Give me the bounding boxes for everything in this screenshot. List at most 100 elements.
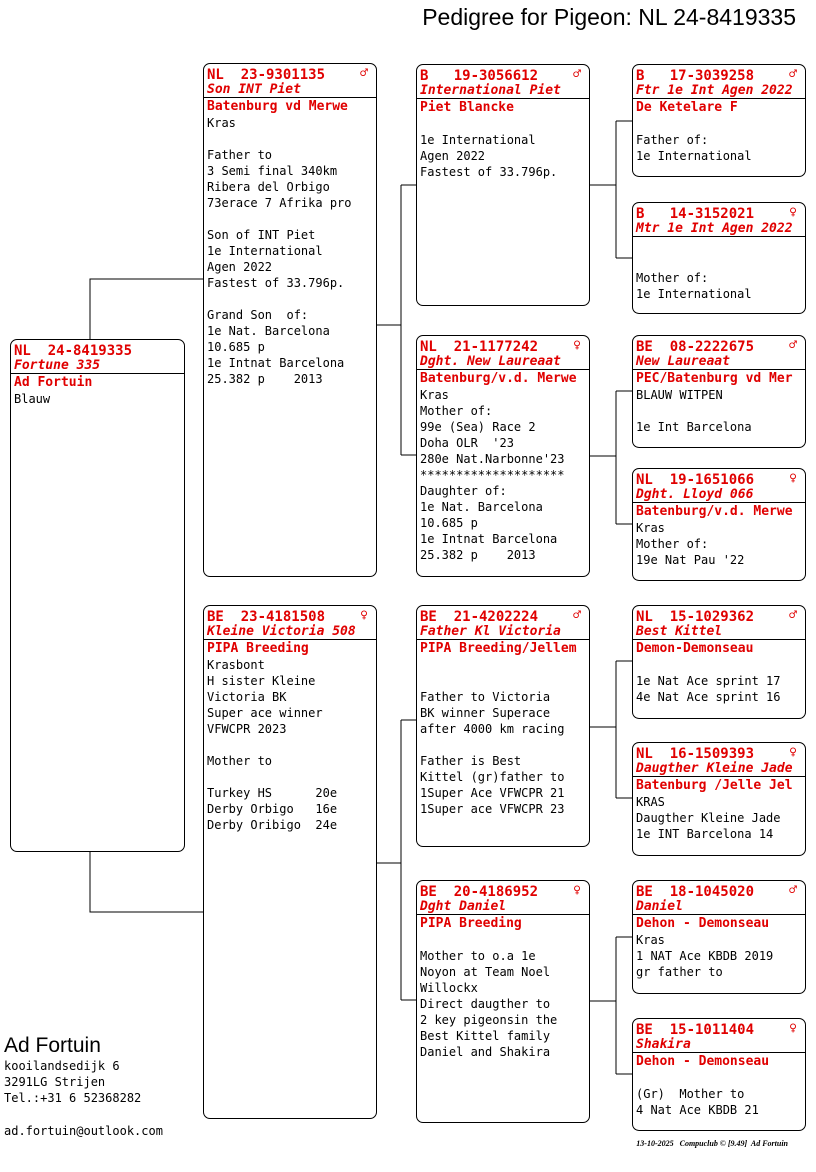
- pigeon-name: Daugther Kleine Jade: [633, 762, 805, 777]
- remark-line: Victoria BK: [207, 690, 287, 704]
- remark-line: 10.685 p: [420, 516, 478, 530]
- remark-line: after 4000 km racing: [420, 722, 565, 736]
- owner-address: kooilandsedijk 6: [4, 1059, 120, 1073]
- ring-number: B 14-3152021: [636, 206, 755, 222]
- female-icon: ♀: [789, 471, 797, 486]
- female-icon: ♀: [789, 1021, 797, 1036]
- card-header: B 14-3152021♀: [633, 203, 805, 222]
- remark-line: Direct daugther to: [420, 997, 551, 1011]
- pigeon-card-ss-dam[interactable]: B 14-3152021♀Mtr 1e Int Agen 2022 Mother…: [632, 202, 806, 314]
- footer: 13-10-2025 Compuclub © [9.49] Ad Fortuin: [636, 1139, 788, 1148]
- remark-line: Agen 2022: [420, 149, 486, 163]
- pigeon-name: Son INT Piet: [204, 83, 376, 98]
- female-icon: ♀: [573, 883, 581, 898]
- card-header: NL 16-1509393♀: [633, 743, 805, 762]
- remark-line: 1e Nat Ace sprint 17: [636, 674, 781, 688]
- remark-line: Turkey HS 20e: [207, 786, 338, 800]
- owner-phone: Tel.:+31 6 52368282: [4, 1091, 142, 1105]
- remark-line: [633, 1070, 805, 1086]
- remark-line: 1e Nat. Barcelona: [420, 500, 543, 514]
- ring-number: BE 23-4181508: [207, 609, 326, 625]
- remark-line: Mother to: [207, 754, 273, 768]
- card-header: NL 23-9301135 ♂: [204, 64, 376, 83]
- remark-line: ********************: [420, 468, 565, 482]
- remark-line: Mother of:: [636, 537, 709, 551]
- strain: [633, 237, 805, 254]
- remark-line: Willockx: [420, 981, 478, 995]
- remark-line: Kras: [420, 388, 449, 402]
- remark-line: Ribera del Orbigo: [207, 180, 330, 194]
- remark-line: Daughter of:: [420, 484, 507, 498]
- remark-line: Blauw: [14, 392, 51, 406]
- remark-line: [204, 769, 376, 785]
- remark-line: BLAUW WITPEN: [636, 388, 723, 402]
- remark-line: [633, 403, 805, 419]
- remark-line: (Gr) Mother to: [636, 1087, 745, 1101]
- remark-line: [633, 254, 805, 270]
- remark-line: [417, 932, 589, 948]
- remark-line: 3 Semi final 340km: [207, 164, 338, 178]
- male-icon: ♂: [573, 67, 581, 82]
- remark-line: Kras: [636, 521, 665, 535]
- remark-line: Best Kittel family: [420, 1029, 551, 1043]
- remark-line: 1e International: [420, 133, 536, 147]
- strain: Batenburg vd Merwe: [207, 99, 348, 114]
- remark-line: [204, 211, 376, 227]
- pigeon-name: Fortune 335: [11, 359, 184, 374]
- card-header: B 19-3056612♂: [417, 65, 589, 84]
- page-title: Pedigree for Pigeon: NL 24-8419335: [422, 4, 796, 30]
- ring-number: NL 19-1651066: [636, 472, 755, 488]
- remark-line: Doha OLR '23: [420, 436, 514, 450]
- remark-line: Son of INT Piet: [207, 228, 316, 242]
- pigeon-name: Dght Daniel: [417, 900, 589, 915]
- card-header: B 17-3039258 ♂: [633, 65, 805, 84]
- pigeon-name: International Piet: [417, 84, 589, 99]
- pigeon-name: New Laureaat: [633, 355, 805, 370]
- strain: PIPA Breeding/Jellem: [420, 641, 577, 656]
- remark-line: Noyon at Team Noel: [420, 965, 551, 979]
- pigeon-name: Mtr 1e Int Agen 2022: [633, 222, 805, 237]
- pigeon-name: Shakira: [633, 1038, 805, 1053]
- remark-line: Mother of:: [636, 271, 709, 285]
- card-header: BE 21-4202224♂: [417, 606, 589, 625]
- card-header: BE 15-1011404♀: [633, 1019, 805, 1038]
- ring-number: NL 23-9301135: [207, 67, 326, 83]
- male-icon: ♂: [360, 66, 368, 81]
- remark-line: 99e (Sea) Race 2: [420, 420, 536, 434]
- card-header: NL 15-1029362♂: [633, 606, 805, 625]
- ring-number: NL 24-8419335: [14, 343, 133, 359]
- remark-line: Krasbont: [207, 658, 265, 672]
- strain: PIPA Breeding: [207, 641, 309, 656]
- remark-line: Derby Orbigo 16e: [207, 802, 338, 816]
- male-icon: ♂: [789, 67, 797, 82]
- strain: Batenburg/v.d. Merwe: [420, 371, 577, 386]
- ring-number: B 17-3039258: [636, 68, 755, 84]
- remark-line: 73erace 7 Afrika pro: [207, 196, 352, 210]
- remark-line: 1e Nat. Barcelona: [207, 324, 330, 338]
- strain: Demon-Demonseau: [636, 641, 754, 656]
- remark-line: 1e International: [207, 244, 323, 258]
- pigeon-name: Kleine Victoria 508: [204, 625, 376, 640]
- remark-line: Kras: [207, 116, 236, 130]
- remark-line: [204, 131, 376, 147]
- remark-line: [204, 737, 376, 753]
- strain: Batenburg/v.d. Merwe: [636, 504, 793, 519]
- remark-line: 1 NAT Ace KBDB 2019: [636, 949, 774, 963]
- card-header: BE 18-1045020♂: [633, 881, 805, 900]
